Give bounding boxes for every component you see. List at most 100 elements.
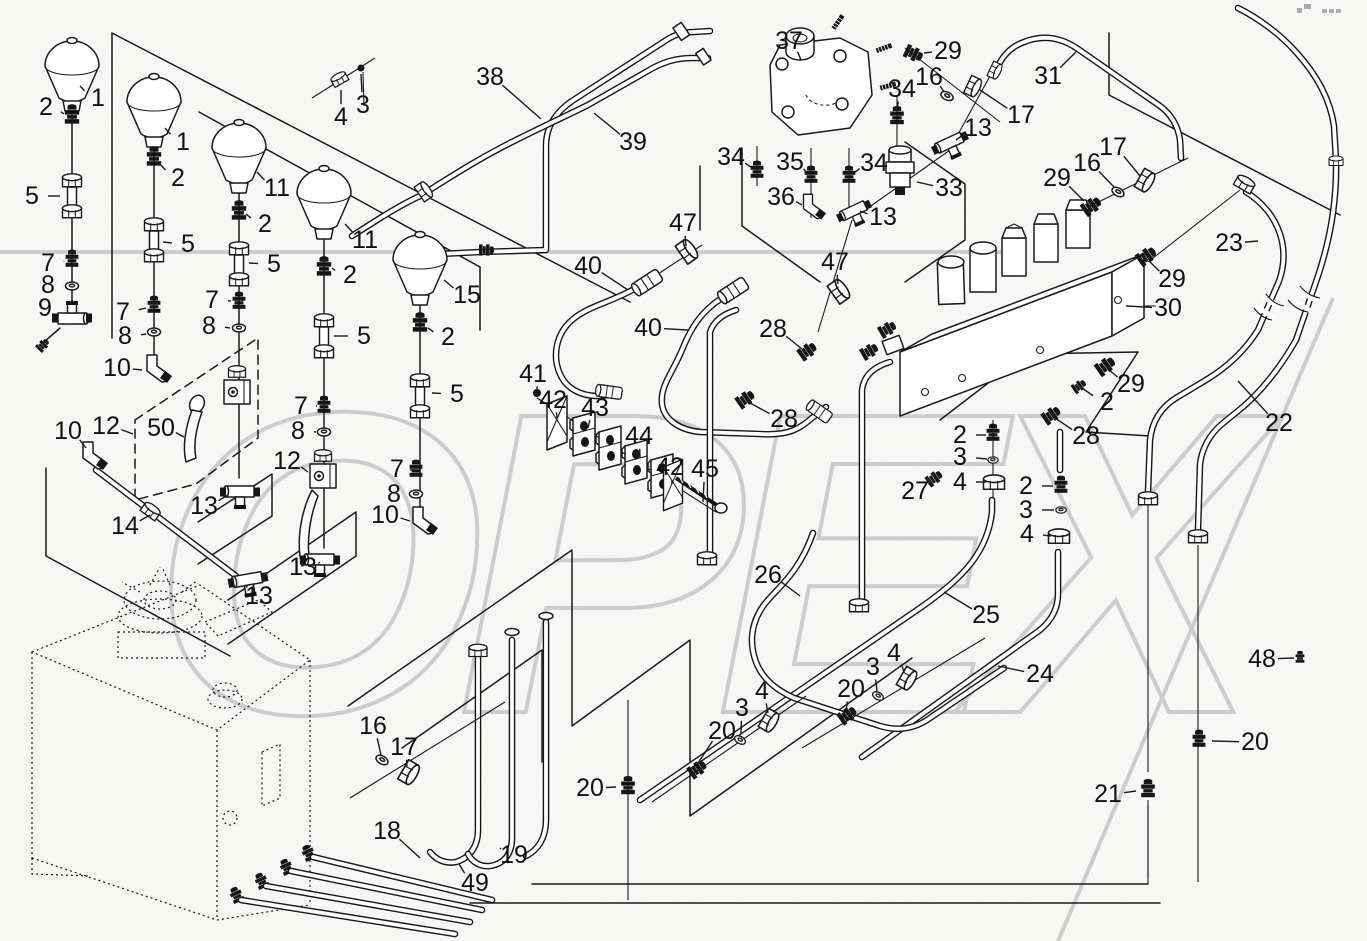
part-label: 8 xyxy=(291,417,305,445)
part-callout: 5 xyxy=(248,250,281,278)
part-callout: 13 xyxy=(289,553,321,581)
part-callout: 7 xyxy=(116,298,147,326)
part-callout: 7 xyxy=(294,392,317,420)
leader-line xyxy=(663,327,689,331)
part-callout: 7 xyxy=(41,249,65,277)
part-label: 8 xyxy=(41,271,55,299)
part-callout: 2 xyxy=(427,323,455,351)
leader-line xyxy=(605,786,617,789)
part-callout: 33 xyxy=(916,174,963,202)
part-label: 36 xyxy=(767,183,795,211)
leader-line xyxy=(1244,240,1259,243)
part-callout: 49 xyxy=(458,863,489,897)
leader-line xyxy=(796,51,802,61)
leader-line xyxy=(836,274,839,285)
part-callout: 5 xyxy=(25,182,60,210)
part-label: 13 xyxy=(964,114,992,142)
part-callout: 41 xyxy=(519,360,547,390)
part-label: 12 xyxy=(273,447,301,475)
part-callout: 7 xyxy=(205,286,232,314)
part-callout: 38 xyxy=(476,63,542,120)
part-label: 7 xyxy=(41,249,55,277)
leader-line xyxy=(684,235,687,247)
part-callout: 8 xyxy=(291,417,317,445)
part-callout: 25 xyxy=(943,591,1000,629)
part-callout: 2 xyxy=(1081,387,1114,416)
part-label: 1 xyxy=(91,84,105,112)
part-label: 45 xyxy=(691,455,719,483)
leader-line xyxy=(859,210,868,215)
hydraulic-tank xyxy=(30,566,317,921)
part-label: 2 xyxy=(441,323,455,351)
leader-line xyxy=(1123,790,1137,794)
part-label: 44 xyxy=(625,422,653,450)
part-label: 10 xyxy=(371,501,399,529)
leader-line xyxy=(245,213,252,219)
part-callout: 30 xyxy=(1125,294,1182,322)
part-label: 23 xyxy=(1215,229,1243,257)
part-label: 8 xyxy=(118,322,132,350)
pipe-clamp-set xyxy=(533,389,728,514)
part-callout: 17 xyxy=(979,89,1035,129)
part-callout: 44 xyxy=(625,422,653,459)
leader-line xyxy=(256,171,266,181)
part-label: 18 xyxy=(373,817,401,845)
part-callout: 22 xyxy=(1237,380,1293,437)
part-callout: 40 xyxy=(634,314,689,342)
part-label: 4 xyxy=(334,103,348,131)
part-callout: 23 xyxy=(1215,229,1259,257)
part-callout: 37 xyxy=(775,27,803,61)
leader-line xyxy=(140,333,147,336)
part-label: 35 xyxy=(776,148,804,176)
leader-line xyxy=(997,665,1025,673)
part-callout: 31 xyxy=(1034,51,1077,90)
leader-line xyxy=(501,84,542,120)
part-label: 2 xyxy=(343,261,357,289)
leader-line xyxy=(765,703,769,714)
part-label: 2 xyxy=(953,421,967,449)
part-label: 5 xyxy=(25,182,39,210)
leader-line xyxy=(975,457,988,460)
part-label: 8 xyxy=(387,480,401,508)
part-label: 2 xyxy=(258,210,272,238)
part-label: 34 xyxy=(860,149,888,177)
part-label: 8 xyxy=(202,312,216,340)
part-callout: 13 xyxy=(190,492,229,520)
part-callout: 14 xyxy=(111,512,151,540)
part-callout: 28 xyxy=(749,402,798,433)
part-label: 20 xyxy=(576,774,604,802)
watermark: OPEX xyxy=(150,324,1283,804)
part-callout: 13 xyxy=(859,203,897,231)
part-label: 5 xyxy=(357,322,371,350)
part-callout: 42 xyxy=(539,386,567,419)
part-label: 49 xyxy=(461,869,489,897)
part-callout: 8 xyxy=(118,322,147,350)
part-label: 48 xyxy=(1248,645,1276,673)
part-label: 3 xyxy=(953,443,967,471)
part-label: 42 xyxy=(539,386,567,414)
part-callout: 18 xyxy=(373,817,421,859)
part-callout: 34 xyxy=(853,149,888,177)
solenoid-valves xyxy=(936,199,1091,306)
leader-line xyxy=(344,223,354,233)
part-label: 14 xyxy=(111,512,139,540)
leader-line xyxy=(317,561,321,564)
leader-line xyxy=(458,863,466,874)
part-callout: 4 xyxy=(887,639,905,673)
pump-assembly xyxy=(117,566,274,659)
leader-line xyxy=(979,89,1008,109)
leader-line xyxy=(1277,657,1295,660)
leader-line xyxy=(795,200,803,206)
leader-line xyxy=(780,581,801,597)
part-label: 34 xyxy=(717,143,745,171)
part-label: 16 xyxy=(359,712,387,740)
leader-line xyxy=(1237,380,1269,415)
part-label: 21 xyxy=(1094,780,1122,808)
part-label: 3 xyxy=(866,653,880,681)
part-callout: 2 xyxy=(39,93,65,121)
part-label: 26 xyxy=(754,561,782,589)
part-callout: 11 xyxy=(344,223,378,254)
leader-line xyxy=(139,514,151,522)
leader-line xyxy=(79,85,86,92)
